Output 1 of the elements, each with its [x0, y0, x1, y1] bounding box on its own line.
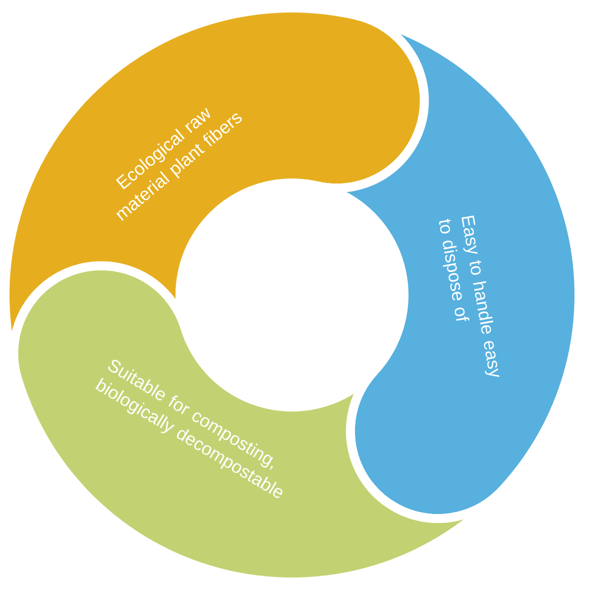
ring-segment: Easy to handle easy to dispose of	[312, 10, 584, 524]
